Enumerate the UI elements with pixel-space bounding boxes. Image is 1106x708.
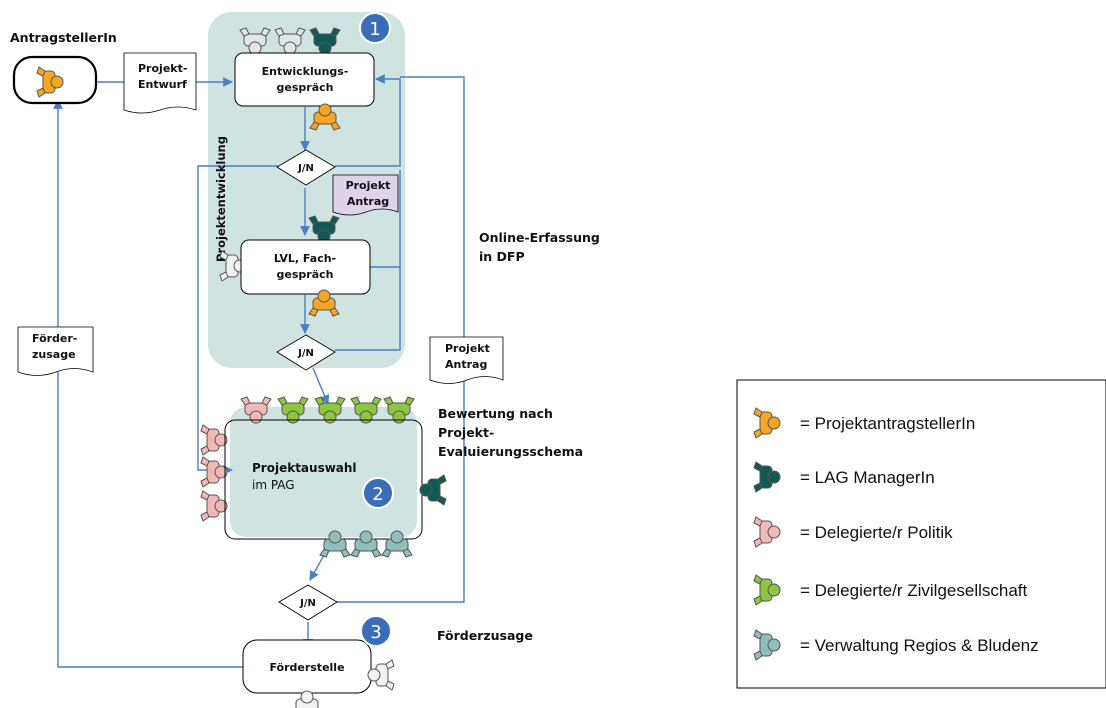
decision-1 — [276, 149, 336, 186]
bewertung-line2: Projekt- — [438, 425, 494, 440]
bewertung-line1: Bewertung nach — [438, 406, 553, 421]
foerderzusage-doc-line1: Förder- — [32, 332, 77, 345]
number-badge-2: 2 — [362, 477, 394, 509]
legend-box — [736, 379, 1106, 689]
legend-item-lag-manager: = LAG ManagerIn — [753, 461, 935, 493]
foerderzusage-doc-line2: zusage — [32, 348, 76, 361]
svg-text:= ProjektantragstellerIn: = ProjektantragstellerIn — [800, 414, 975, 433]
antragsteller-label: AntragstellerIn — [10, 30, 117, 45]
foerderzusage-document — [17, 326, 94, 376]
svg-text:= Delegierte/r Politik: = Delegierte/r Politik — [800, 523, 953, 542]
projekt-antrag-document-white — [429, 336, 504, 384]
svg-text:= Verwaltung Regios & Bludenz: = Verwaltung Regios & Bludenz — [800, 636, 1039, 655]
svg-text:1: 1 — [369, 19, 380, 40]
svg-text:3: 3 — [370, 622, 381, 643]
foerderzusage-annotation: Förderzusage — [437, 628, 533, 643]
legend-item-politik: = Delegierte/r Politik — [753, 516, 953, 548]
entwicklungsgespraech-line2: gespräch — [277, 81, 334, 94]
legend-item-antragsteller: = ProjektantragstellerIn — [753, 407, 975, 439]
projekt-entwurf-line1: Projekt- — [138, 62, 187, 75]
svg-text:= LAG ManagerIn: = LAG ManagerIn — [800, 468, 935, 487]
number-badge-1: 1 — [359, 12, 391, 44]
entwicklungsgespraech-line1: Entwicklungs- — [262, 65, 349, 78]
lvl-fachgespraech-box — [240, 239, 371, 295]
projektauswahl-line2: im PAG — [252, 478, 295, 492]
projekt-antrag-document-purple — [332, 174, 399, 216]
lvl-fachgespraech-line2: gespräch — [277, 268, 334, 281]
number-badge-3: 3 — [360, 615, 392, 647]
bewertung-line3: Evaluierungsschema — [438, 444, 583, 459]
projektauswahl-box — [224, 419, 423, 540]
foerderstelle-label: Förderstelle — [269, 661, 344, 674]
projekt-antrag-white-line2: Antrag — [445, 358, 487, 371]
projektentwicklung-label: Projektentwicklung — [214, 136, 228, 262]
projekt-antrag-purple-line2: Antrag — [347, 195, 389, 208]
svg-text:= Delegierte/r Zivilgesellscha: = Delegierte/r Zivilgesellschaft — [800, 581, 1028, 600]
lvl-fachgespraech-line1: LVL, Fach- — [274, 252, 336, 265]
legend-item-zivilgesellschaft: = Delegierte/r Zivilgesellschaft — [753, 574, 1028, 606]
projektauswahl-people-bottom — [319, 530, 413, 558]
decision-2-label: J/N — [297, 348, 314, 359]
projekt-entwurf-document — [123, 52, 197, 114]
svg-text:2: 2 — [372, 484, 383, 505]
foerderstelle-bottom-person-icon — [291, 690, 323, 708]
decision-3 — [278, 584, 338, 621]
foerderstelle-side-person-icon — [367, 659, 395, 691]
online-erfassung-line2: in DFP — [479, 249, 525, 264]
entwicklungsgespraech-box — [234, 52, 375, 107]
projektauswahl-line1: Projektauswahl — [252, 461, 357, 475]
decision-3-label: J/N — [299, 598, 316, 609]
projektauswahl-people-left — [200, 424, 228, 522]
legend-item-verwaltung: = Verwaltung Regios & Bludenz — [753, 629, 1039, 661]
online-erfassung-line1: Online-Erfassung — [479, 230, 600, 245]
projekt-entwurf-line2: Entwurf — [138, 78, 187, 91]
projekt-antrag-white-line1: Projekt — [445, 342, 490, 355]
projektauswahl-lag-manager-icon — [419, 474, 447, 506]
decision-1-label: J/N — [297, 163, 314, 174]
decision-2 — [276, 334, 336, 371]
projekt-antrag-purple-line1: Projekt — [346, 179, 391, 192]
